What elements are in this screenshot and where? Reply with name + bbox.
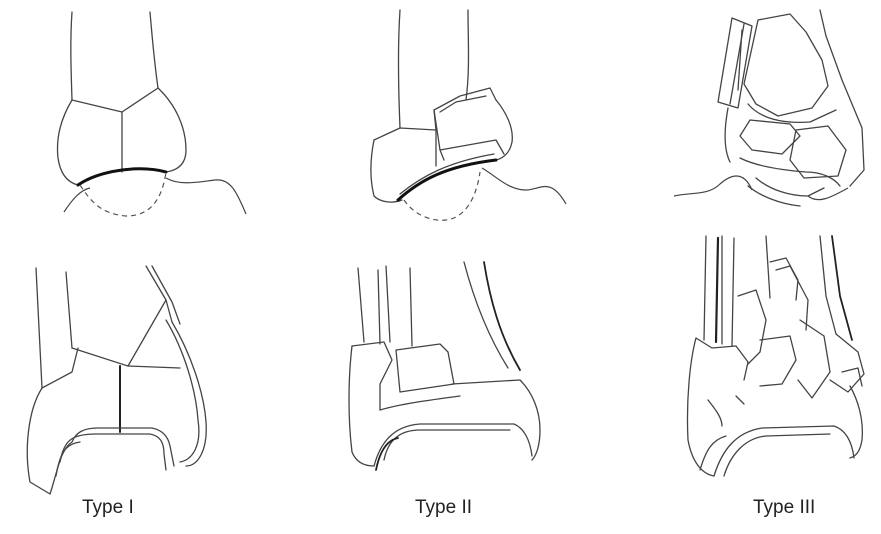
type3-label: Type III	[753, 497, 815, 519]
type2-top-illustration	[371, 10, 566, 220]
type3-top-illustration	[674, 10, 864, 206]
type1-bottom-illustration	[27, 266, 206, 494]
type2-label: Type II	[415, 497, 472, 519]
type3-bottom-illustration	[687, 236, 864, 476]
type1-top-illustration	[58, 12, 246, 216]
type1-label: Type I	[82, 497, 134, 519]
type2-bottom-illustration	[349, 262, 540, 470]
